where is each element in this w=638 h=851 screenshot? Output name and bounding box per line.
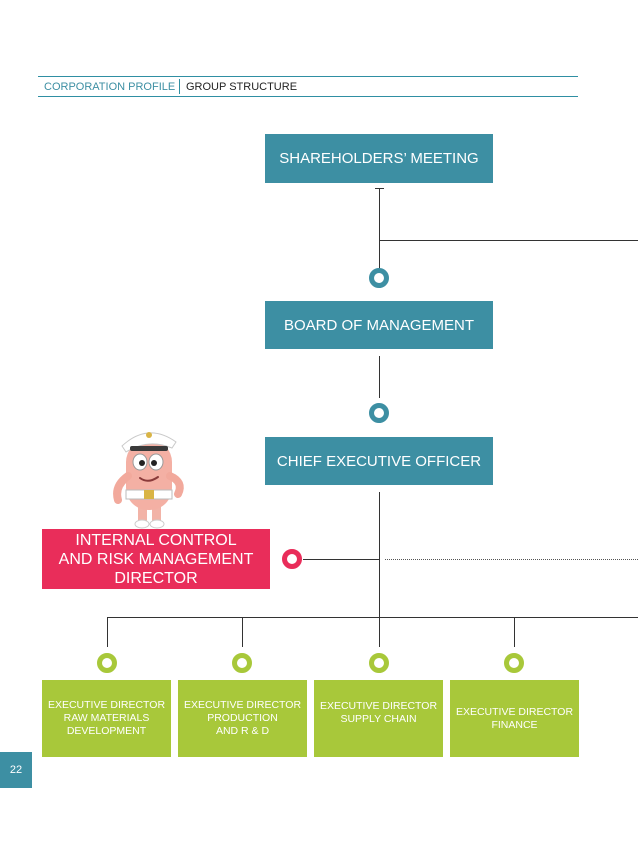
circle-node-icon [369,653,389,673]
exec-dept-line: SUPPLY CHAIN [340,713,417,725]
exec-title: EXECUTIVE DIRECTOR [455,705,574,718]
line-exec-2-down [242,617,243,647]
internal-control-line-1: INTERNAL CONTROL [75,531,237,549]
exec-dept-line: FINANCE [491,718,538,731]
breadcrumb-page: GROUP STRUCTURE [186,81,298,93]
line-shareholders-tick [375,188,384,189]
line-board-down [379,356,380,398]
exec-title: EXECUTIVE DIRECTOR [319,700,438,712]
line-exec-1-down [107,617,108,647]
exec-title: EXECUTIVE DIRECTOR [47,699,166,711]
line-exec-3-down [379,617,380,647]
page-number-badge: 22 [0,752,32,788]
line-exec-4-down [514,617,515,647]
circle-node-icon [369,403,389,423]
exec-dept-line: AND R & D [215,725,270,737]
circle-node-icon [504,653,524,673]
circle-node-icon [232,653,252,673]
ceo-label: CHIEF EXECUTIVE OFFICER [276,452,482,470]
exec-dept-line: RAW MATERIALS [63,712,150,724]
shareholders-meeting-label: SHAREHOLDERS’ MEETING [279,150,479,167]
ceo-box: CHIEF EXECUTIVE OFFICER [265,437,493,485]
exec-supply-chain-box: EXECUTIVE DIRECTOR SUPPLY CHAIN [314,680,443,757]
shareholders-meeting-box: SHAREHOLDERS’ MEETING [265,134,493,183]
line-ceo-down [379,492,380,618]
internal-control-box: INTERNAL CONTROL AND RISK MANAGEMENT DIR… [42,529,270,589]
circle-node-icon [282,549,302,569]
exec-production-box: EXECUTIVE DIRECTOR PRODUCTION AND R & D [178,680,307,757]
board-of-management-label: BOARD OF MANAGEMENT [283,316,474,334]
header-top-rule [38,76,578,77]
exec-dept-line: PRODUCTION [207,712,278,724]
board-of-management-box: BOARD OF MANAGEMENT [265,301,493,349]
line-executives-bus [107,617,638,618]
line-shareholders-down [379,188,380,272]
mascot-character-icon [113,432,184,529]
internal-control-line-2: AND RISK MANAGEMENT [58,550,254,568]
circle-node-icon [369,268,389,288]
line-shareholders-right [379,240,638,241]
header-bottom-rule [38,96,578,97]
circle-node-icon [97,653,117,673]
page-number: 22 [9,764,23,776]
breadcrumb-separator [179,79,180,94]
breadcrumb-section: CORPORATION PROFILE [44,81,176,93]
exec-title: EXECUTIVE DIRECTOR [183,699,302,711]
exec-finance-box: EXECUTIVE DIRECTOR FINANCE [450,680,579,757]
line-dotted-right [385,559,638,560]
exec-raw-materials-box: EXECUTIVE DIRECTOR RAW MATERIALS DEVELOP… [42,680,171,757]
line-internal-control [303,559,379,560]
internal-control-line-3: DIRECTOR [114,569,198,587]
exec-dept-line: DEVELOPMENT [66,725,147,737]
